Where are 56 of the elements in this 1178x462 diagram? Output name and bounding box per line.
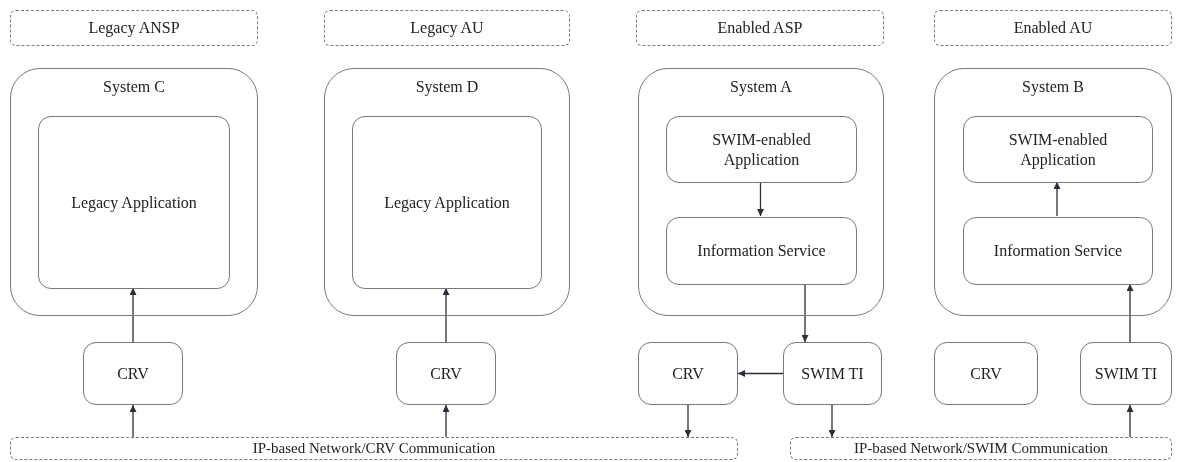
crv-box (638, 342, 738, 405)
arrow (129, 404, 137, 438)
header-box (636, 10, 884, 46)
node-label: Enabled ASP (716, 18, 804, 38)
arrow (828, 404, 836, 438)
application-box (352, 116, 542, 289)
node-label: Information Service (992, 241, 1124, 261)
node-label: System B (1021, 77, 1085, 98)
arrow (1053, 181, 1061, 217)
system-container (324, 68, 570, 316)
network-band (10, 437, 738, 460)
node-label: Legacy Application (383, 192, 511, 213)
network-band (790, 437, 1172, 460)
node-label: Information Service (696, 241, 827, 261)
node-label: IP-based Network/SWIM Communication (852, 441, 1110, 456)
node-label: CRV (116, 363, 150, 384)
node-label: CRV (969, 363, 1003, 384)
application-box (963, 116, 1153, 183)
node-label: CRV (429, 363, 463, 384)
arrow (684, 404, 692, 438)
node-label: Legacy AU (409, 18, 485, 38)
arrow (801, 283, 809, 343)
node-label: SWIM TI (800, 363, 865, 384)
node-label: System D (414, 77, 480, 98)
node-label: IP-based Network/CRV Communication (251, 441, 497, 456)
node-label: Enabled AU (1012, 18, 1094, 38)
arrow (442, 287, 450, 343)
application-box (666, 116, 857, 183)
service-box (666, 217, 857, 285)
header-box (10, 10, 258, 46)
arrow (1126, 283, 1134, 343)
arrow (737, 370, 784, 377)
node-label: Legacy Application (70, 192, 198, 213)
system-container (10, 68, 258, 316)
system-container (934, 68, 1172, 316)
header-box (934, 10, 1172, 46)
node-label: System C (102, 77, 166, 98)
service-box (963, 217, 1153, 285)
arrow (442, 404, 450, 438)
crv-box (396, 342, 496, 405)
swim-ti-box (783, 342, 882, 405)
swim-ti-box (1080, 342, 1172, 405)
crv-box (934, 342, 1038, 405)
application-box (38, 116, 230, 289)
arrow (1126, 404, 1134, 438)
node-label: SWIM-enabled Application (1007, 130, 1109, 169)
node-label: Legacy ANSP (87, 18, 181, 38)
system-container (638, 68, 884, 316)
node-label: CRV (671, 363, 705, 384)
node-label: SWIM-enabled Application (711, 130, 812, 169)
node-label: SWIM TI (1093, 363, 1159, 384)
header-box (324, 10, 570, 46)
arrow (129, 287, 137, 343)
node-label: System A (729, 77, 793, 98)
crv-box (83, 342, 183, 405)
arrow (757, 181, 764, 217)
